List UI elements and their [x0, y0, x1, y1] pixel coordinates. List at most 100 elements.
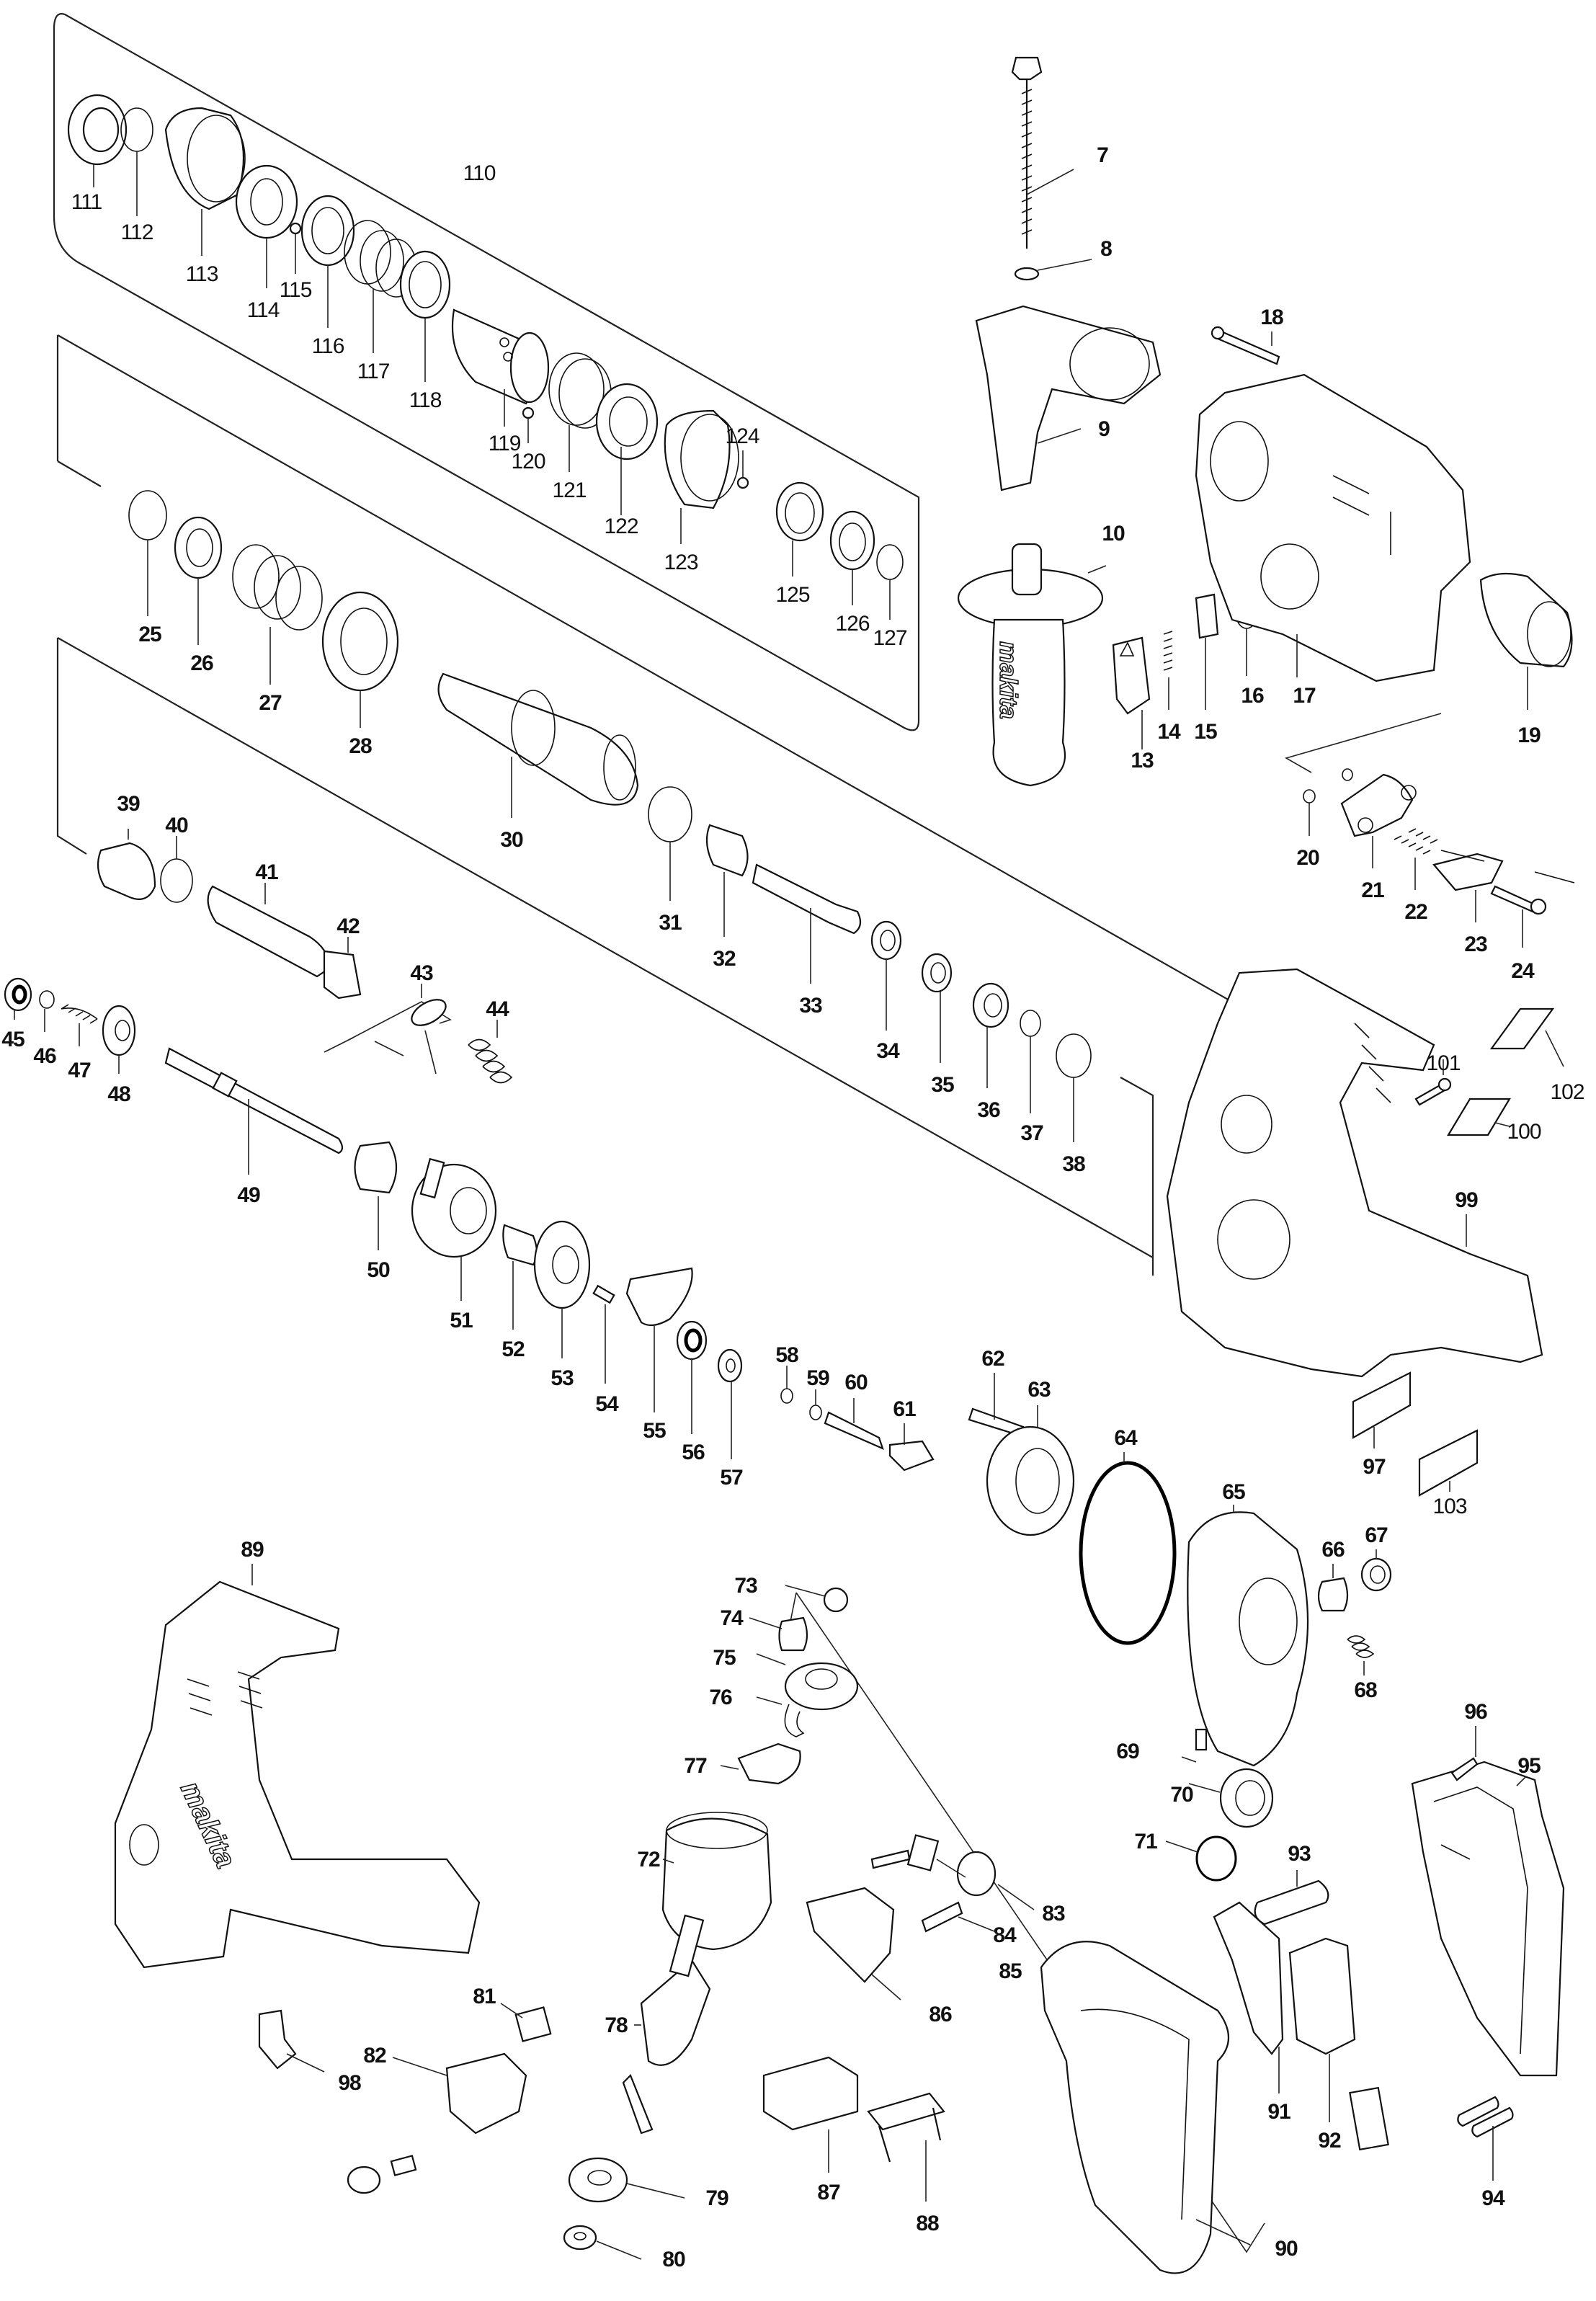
part-80-bearing: [563, 2225, 642, 2260]
part-48-gear: [102, 1005, 136, 1074]
label-44: 44: [486, 997, 509, 1021]
label-19: 19: [1517, 724, 1541, 747]
label-112: 112: [121, 221, 153, 244]
part-89-housing-left: makita: [114, 1564, 481, 1969]
part-51-swash-bearing: [411, 1157, 497, 1301]
part-25-circlip: [128, 490, 167, 616]
label-68: 68: [1354, 1678, 1377, 1702]
label-50: 50: [367, 1258, 390, 1282]
part-71-o-ring: [1165, 1835, 1237, 1882]
part-115-ball: [289, 222, 302, 274]
label-119: 119: [489, 432, 521, 455]
label-118: 118: [409, 388, 442, 412]
label-122: 122: [604, 515, 638, 538]
label-115: 115: [280, 278, 312, 302]
label-14: 14: [1157, 720, 1181, 744]
part-90-handle: [1040, 1941, 1251, 2274]
part-116-washer: [300, 195, 355, 328]
part-102-label: [1489, 1007, 1564, 1067]
label-22: 22: [1404, 900, 1427, 924]
part-113-sleeve: [164, 107, 246, 256]
label-38: 38: [1062, 1152, 1085, 1176]
label-55: 55: [643, 1419, 666, 1443]
label-111: 111: [71, 190, 102, 214]
part-22-springs: [1394, 828, 1438, 890]
part-119-tool-holder: [451, 308, 550, 427]
label-60: 60: [844, 1371, 868, 1394]
label-13: 13: [1131, 749, 1154, 773]
label-101: 101: [1426, 1051, 1460, 1075]
label-91: 91: [1267, 2100, 1290, 2124]
label-57: 57: [720, 1466, 743, 1490]
label-77: 77: [684, 1754, 707, 1778]
part-84-brush: [906, 1834, 966, 1878]
part-23-pin-lever: [1432, 850, 1504, 922]
part-122-ring: [595, 383, 659, 515]
part-58-clip: [780, 1366, 793, 1404]
part-70-seal: [1188, 1768, 1274, 1828]
part-125-ring: [775, 481, 824, 577]
label-15: 15: [1194, 720, 1217, 744]
label-82: 82: [363, 2044, 386, 2068]
label-123: 123: [664, 551, 697, 574]
label-32: 32: [713, 947, 736, 971]
part-26-ring-nut: [174, 516, 223, 645]
part-42-plate: [323, 937, 362, 1000]
label-54: 54: [595, 1392, 619, 1416]
part-30-barrel: [437, 672, 639, 818]
part-77-bracket: [720, 1743, 801, 1785]
part-73-ring: [785, 1585, 849, 1613]
part-36-bushing: [972, 982, 1009, 1088]
part-38-circlip: [1056, 1033, 1092, 1142]
label-95: 95: [1517, 1754, 1541, 1778]
label-102: 102: [1550, 1080, 1584, 1104]
label-41: 41: [255, 860, 278, 884]
label-88: 88: [916, 2212, 939, 2235]
part-24-screw: [1490, 871, 1575, 948]
part-20-e-ring: [1303, 768, 1353, 836]
part-120-ball: [522, 406, 535, 443]
part-96-screw: [1450, 1726, 1479, 1781]
label-52: 52: [501, 1338, 525, 1361]
part-86-brush-holder: [806, 1849, 911, 2000]
part-56-bearing: [676, 1320, 708, 1434]
part-50-clutch: [354, 1141, 397, 1250]
label-67: 67: [1365, 1523, 1388, 1547]
label-73: 73: [734, 1574, 757, 1598]
part-68-spring: [1347, 1635, 1375, 1675]
part-76-retaining-ring: [756, 1696, 805, 1737]
part-88-bracket: [867, 2092, 945, 2202]
label-63: 63: [1027, 1378, 1051, 1402]
part-64-gasket: [1079, 1452, 1177, 1645]
barrel-group-frame: [56, 334, 1283, 1031]
part-9-grip-bracket: [975, 305, 1162, 491]
part-18-screw: [1211, 326, 1280, 365]
label-36: 36: [977, 1098, 1000, 1122]
part-118-washer: [399, 250, 451, 382]
part-98-clip: [258, 2009, 325, 2073]
label-71: 71: [1134, 1830, 1157, 1853]
label-127: 127: [873, 626, 906, 650]
label-43: 43: [410, 961, 433, 985]
part-28-gear: [321, 591, 399, 728]
part-15-block: [1195, 593, 1219, 710]
label-17: 17: [1293, 684, 1316, 708]
label-81: 81: [473, 1985, 496, 2008]
label-99: 99: [1455, 1188, 1478, 1212]
label-79: 79: [705, 2186, 728, 2210]
label-98: 98: [338, 2071, 361, 2095]
part-39-piston: [97, 829, 156, 900]
label-21: 21: [1361, 878, 1384, 902]
part-33-striker: [752, 863, 862, 984]
part-60-screw: [824, 1398, 884, 1450]
part-92-switch: [1288, 1937, 1389, 2151]
part-43-pin-and-bracket: [324, 984, 452, 1074]
label-8: 8: [1100, 237, 1112, 261]
label-94: 94: [1481, 2186, 1505, 2210]
part-72-cover: [661, 1812, 772, 1951]
part-53-gear: [533, 1220, 591, 1358]
part-97-label: [1352, 1371, 1412, 1448]
label-125: 125: [775, 583, 809, 607]
part-66-sleeve: [1317, 1564, 1349, 1612]
